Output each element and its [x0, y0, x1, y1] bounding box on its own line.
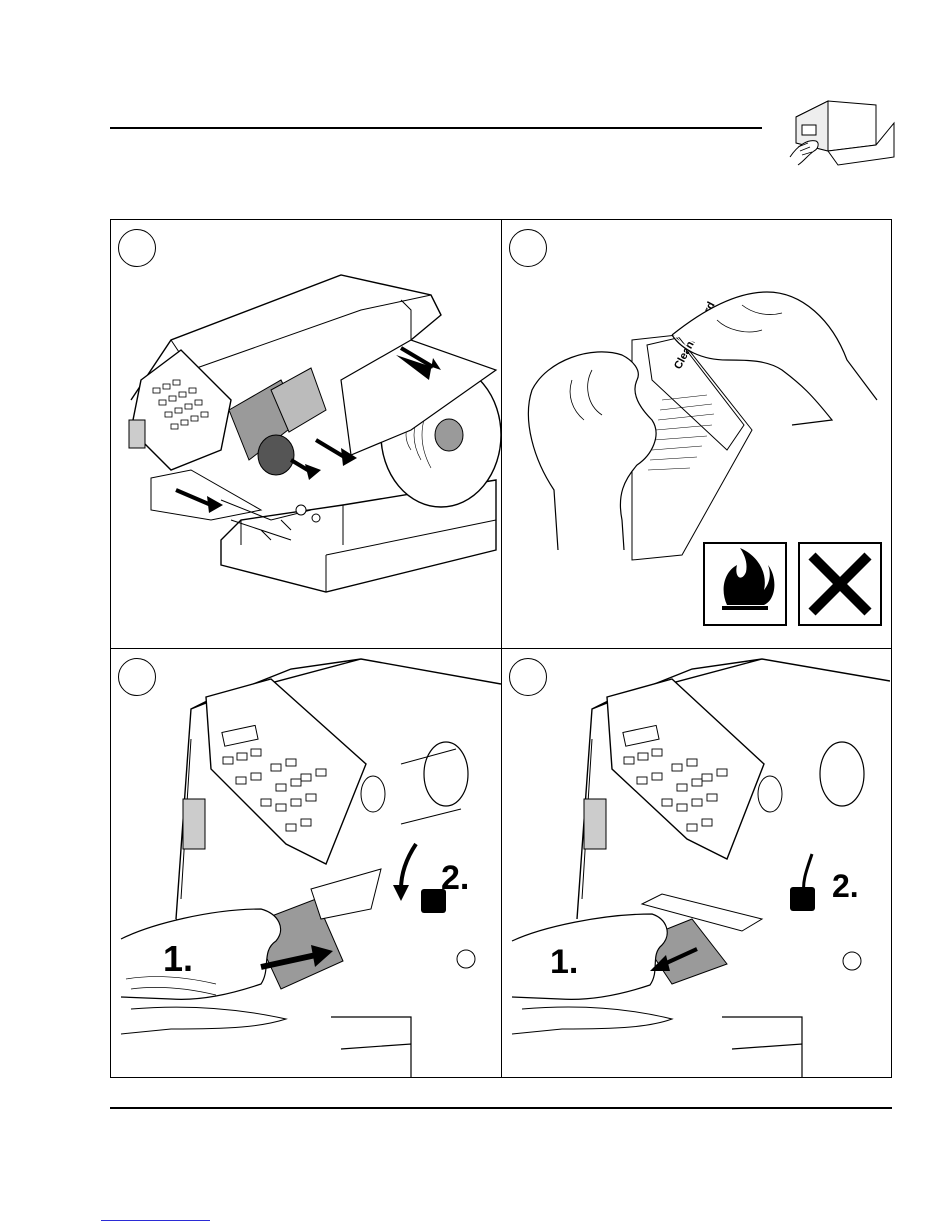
printer-open-illustration	[111, 220, 501, 648]
cleaning-card-illustration: Cleaning Card	[502, 220, 890, 648]
callout-1: 1.	[550, 943, 578, 981]
callout-2: 2.	[441, 859, 469, 897]
step-panel-insert-card: 1. 2.	[111, 649, 502, 1077]
footer-rule	[110, 1107, 892, 1109]
insert-card-illustration: 1. 2.	[111, 649, 501, 1077]
header-rule	[110, 127, 762, 129]
step-panel-pull-card: 1. 2.	[502, 649, 891, 1077]
printer-cleaning-thumbnail-icon	[768, 95, 900, 169]
step-panel-cleaning-card: Cleaning Card	[502, 220, 891, 649]
step-panel-remove-media	[111, 220, 502, 649]
pull-card-illustration: 1. 2.	[502, 649, 890, 1077]
harmful-irritant-icon	[799, 543, 881, 625]
footer-link-underline[interactable]	[101, 1220, 210, 1221]
instruction-figure-grid: Cleaning Card	[110, 219, 892, 1078]
callout-2: 2.	[832, 868, 859, 904]
callout-1: 1.	[163, 938, 193, 979]
flammable-icon	[704, 543, 786, 625]
